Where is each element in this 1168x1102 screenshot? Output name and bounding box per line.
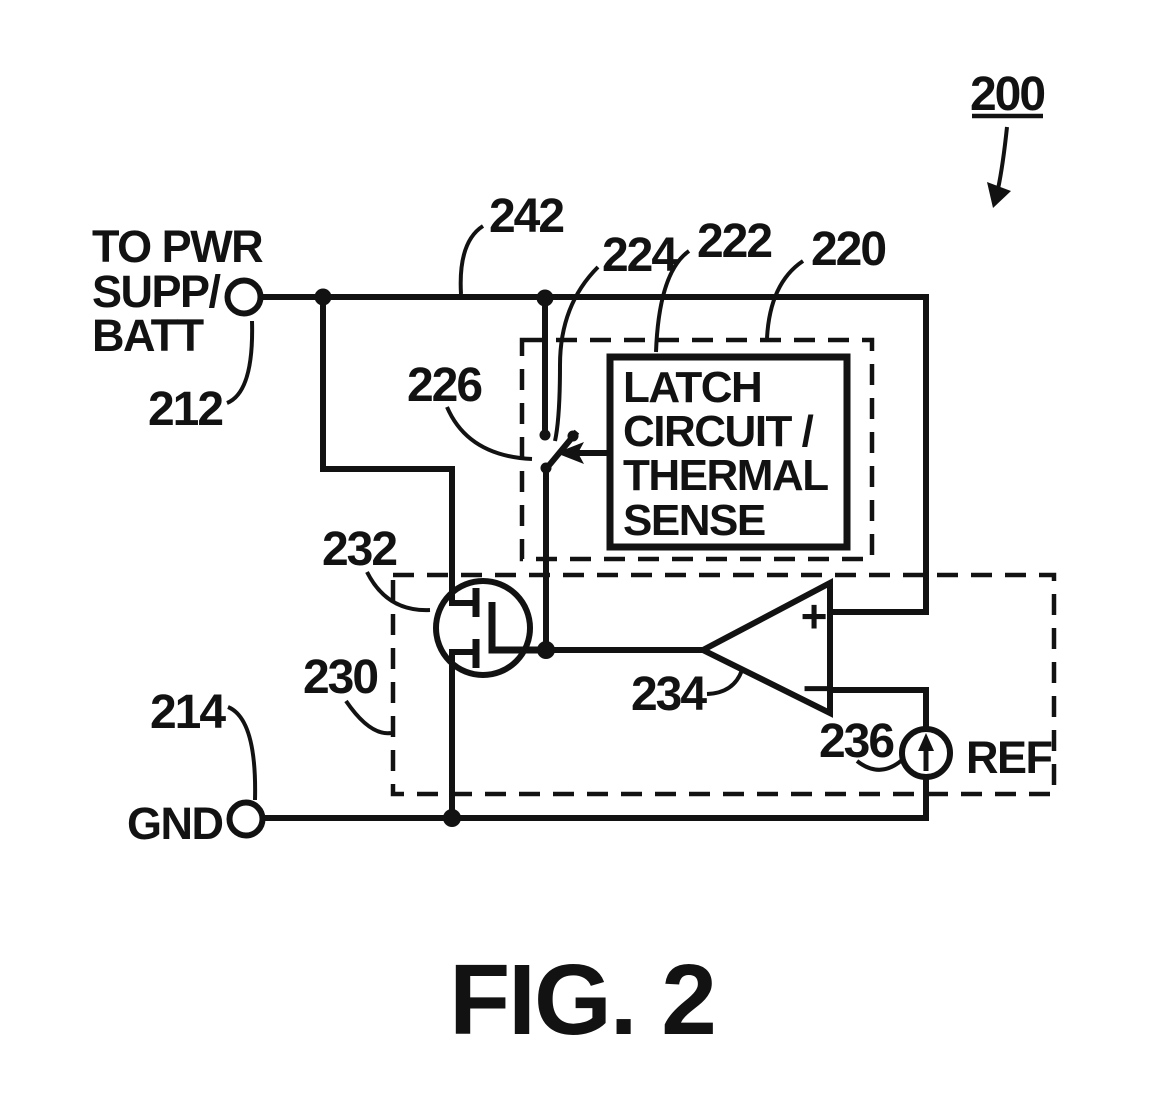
- leader-214: [227, 705, 258, 801]
- latch-thermal-sense-box: [606, 353, 851, 551]
- mosfet-gate-plate: [488, 602, 546, 654]
- latch-box-line2: CIRCUIT /: [623, 407, 814, 456]
- ref-numeral-222: 222: [697, 215, 771, 268]
- ref-source-label: REF: [966, 732, 1052, 783]
- leader-226: [445, 406, 533, 461]
- comparator-plus-sign: +: [801, 590, 828, 642]
- ref-numeral-226: 226: [407, 359, 481, 412]
- switch-top-contact-dot: [539, 429, 551, 441]
- leader-220: [765, 259, 805, 339]
- leader-234: [706, 669, 744, 696]
- ground-terminal-circle: [226, 799, 266, 839]
- figure-pointer-arrowhead-icon: [987, 182, 1011, 208]
- ground-rail-wire: [260, 774, 929, 821]
- figure-caption: FIG. 2: [449, 944, 715, 1056]
- latch-box-line1: LATCH: [623, 363, 761, 412]
- leader-222: [654, 249, 691, 353]
- comparator-triangle: [696, 578, 833, 718]
- comparator-minus-sign: −: [803, 662, 830, 714]
- leader-212: [226, 320, 255, 405]
- ref-numeral-232: 232: [322, 523, 396, 576]
- power-terminal-circle: [224, 277, 264, 317]
- junction-dot-rail-switch: [536, 289, 554, 307]
- ref-numeral-230: 230: [303, 651, 377, 704]
- latch-control-arrowhead-icon: [556, 442, 584, 464]
- switch-pivot-dot: [540, 462, 552, 474]
- power-terminal-label-line3: BATT: [92, 310, 204, 361]
- leader-224: [553, 265, 600, 442]
- comparator-minus-to-ref-wire: [827, 687, 929, 732]
- ref-numeral-242: 242: [489, 190, 563, 243]
- control-block-dashed-box: [519, 337, 875, 562]
- junction-dot-ground: [443, 809, 461, 827]
- latch-box-line3: THERMAL: [623, 451, 828, 500]
- ref-numeral-212: 212: [148, 383, 222, 436]
- switch-blade-tip-dot: [567, 430, 579, 442]
- ref-numeral-214: 214: [150, 686, 226, 739]
- power-terminal-label-line1: TO PWR: [92, 221, 263, 272]
- mosfet-source-to-ground-wire: [449, 649, 473, 821]
- leader-242: [458, 224, 485, 295]
- ref-source-arrow-icon: [918, 733, 934, 751]
- ref-numeral-236: 236: [819, 715, 893, 768]
- ref-numeral-220: 220: [811, 223, 885, 276]
- figure-reference-numeral: 200: [970, 68, 1044, 121]
- figure-pointer-stem: [996, 126, 1009, 190]
- junction-dot-gate-node: [537, 641, 555, 659]
- junction-dot-rail-branch: [314, 288, 332, 306]
- power-terminal-label-line2: SUPP/: [92, 266, 222, 317]
- mosfet-body-circle: [433, 578, 533, 678]
- lower-block-dashed-box: [390, 572, 1057, 797]
- leader-232: [365, 571, 431, 613]
- supply-rail-wire: [258, 294, 929, 615]
- ref-numeral-224: 224: [602, 229, 678, 282]
- leader-230: [344, 699, 392, 736]
- ground-terminal-label: GND: [127, 798, 223, 849]
- ref-numeral-234: 234: [631, 668, 707, 721]
- leader-236: [855, 758, 904, 772]
- latch-box-line4: SENSE: [623, 496, 765, 545]
- supply-branch-to-mosfet-drain: [320, 294, 473, 606]
